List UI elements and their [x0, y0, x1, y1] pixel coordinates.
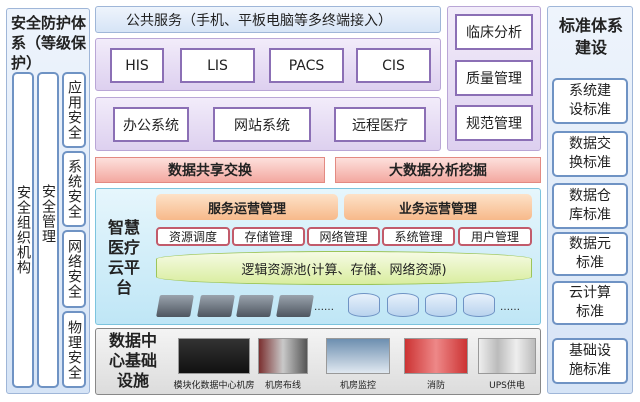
website-system-box: 网站系统 — [213, 107, 311, 142]
security-title: 安全防护体系（等级保护） — [11, 14, 87, 72]
storage-disk-icon — [463, 293, 495, 317]
office-system-box: 办公系统 — [113, 107, 189, 142]
cis-box: CIS — [356, 48, 431, 83]
standard-infrastructure: 基础设施标准 — [552, 338, 628, 384]
fire-protection-image — [404, 338, 468, 374]
storage-disk-icon — [387, 293, 419, 317]
resource-scheduling: 资源调度 — [156, 227, 230, 246]
lis-box: LIS — [180, 48, 255, 83]
public-service-bar: 公共服务（手机、平板电脑等多终端接入） — [95, 6, 441, 33]
physical-security: 物理安全 — [62, 311, 86, 388]
caption-modular: 模块化数据中心机房 — [173, 381, 255, 391]
clinical-analysis-box: 临床分析 — [455, 14, 533, 50]
norm-mgmt-box: 规范管理 — [455, 105, 533, 141]
standard-data-element: 数据元标准 — [552, 232, 628, 276]
datacenter-title: 数据中心基础设施 — [108, 331, 157, 390]
caption-fire: 消防 — [426, 381, 445, 391]
storage-disk-icon — [425, 293, 457, 317]
caption-cabling: 机房布线 — [264, 381, 301, 391]
user-mgmt: 用户管理 — [458, 227, 532, 246]
resource-pool: 逻辑资源池(计算、存储、网络资源) — [156, 251, 532, 285]
servers-ellipsis: …… — [314, 302, 334, 313]
system-security: 系统安全 — [62, 151, 86, 227]
network-security: 网络安全 — [62, 230, 86, 308]
monitoring-image — [326, 338, 390, 374]
storage-ellipsis: …… — [500, 302, 520, 313]
security-org: 安全组织机构 — [12, 72, 34, 388]
ups-image — [478, 338, 536, 374]
pacs-box: PACS — [269, 48, 344, 83]
server-icon — [197, 295, 235, 317]
standard-system-construction: 系统建设标准 — [552, 78, 628, 124]
telemedicine-box: 远程医疗 — [334, 107, 426, 142]
network-mgmt: 网络管理 — [307, 227, 380, 246]
system-mgmt: 系统管理 — [382, 227, 455, 246]
server-icon — [276, 295, 314, 317]
storage-mgmt: 存储管理 — [232, 227, 305, 246]
app-security: 应用安全 — [62, 72, 86, 148]
server-icon — [236, 295, 274, 317]
storage-disk-icon — [348, 293, 380, 317]
cloud-title: 智慧医疗云平台 — [107, 218, 140, 297]
standard-data-exchange: 数据交换标准 — [552, 131, 628, 177]
data-exchange-bar: 数据共享交换 — [95, 157, 325, 183]
cabling-image — [258, 338, 308, 374]
standard-cloud-computing: 云计算标准 — [552, 281, 628, 325]
quality-mgmt-box: 质量管理 — [455, 60, 533, 96]
standards-title: 标准体系建设 — [558, 16, 623, 57]
security-mgmt: 安全管理 — [37, 72, 59, 388]
bigdata-bar: 大数据分析挖掘 — [335, 157, 541, 183]
caption-monitoring: 机房监控 — [339, 381, 376, 391]
business-ops-bar: 业务运营管理 — [344, 194, 532, 220]
his-box: HIS — [110, 48, 164, 83]
modular-datacenter-image — [178, 338, 250, 374]
caption-ups: UPS供电 — [489, 381, 525, 391]
standard-data-warehouse: 数据仓库标准 — [552, 183, 628, 229]
service-ops-bar: 服务运营管理 — [156, 194, 338, 220]
server-icon — [156, 295, 194, 317]
